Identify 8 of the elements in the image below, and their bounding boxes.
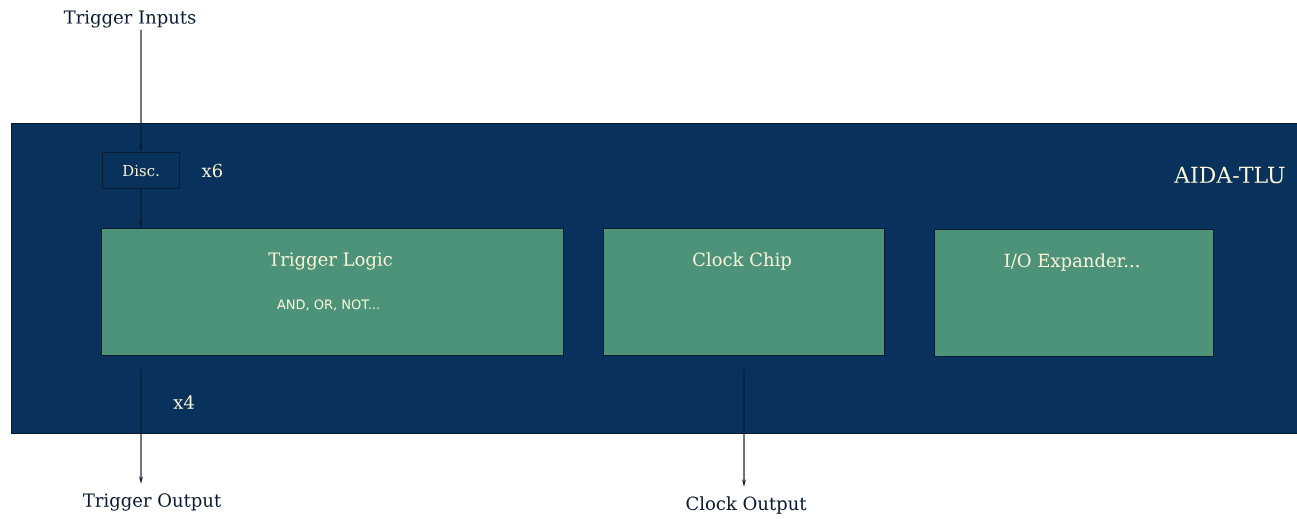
chip-box: Clock Chip bbox=[603, 228, 885, 356]
io-label: Trigger Output bbox=[83, 493, 221, 511]
edge-label: x4 bbox=[173, 395, 194, 409]
io-label: Trigger Inputs bbox=[63, 10, 196, 28]
expander-box: I/O Expander... bbox=[934, 229, 1214, 357]
io-label: Clock Output bbox=[686, 496, 807, 514]
logic-box: Trigger Logic AND, OR, NOT... bbox=[101, 228, 564, 356]
multiplicity-label: x6 bbox=[201, 163, 222, 178]
